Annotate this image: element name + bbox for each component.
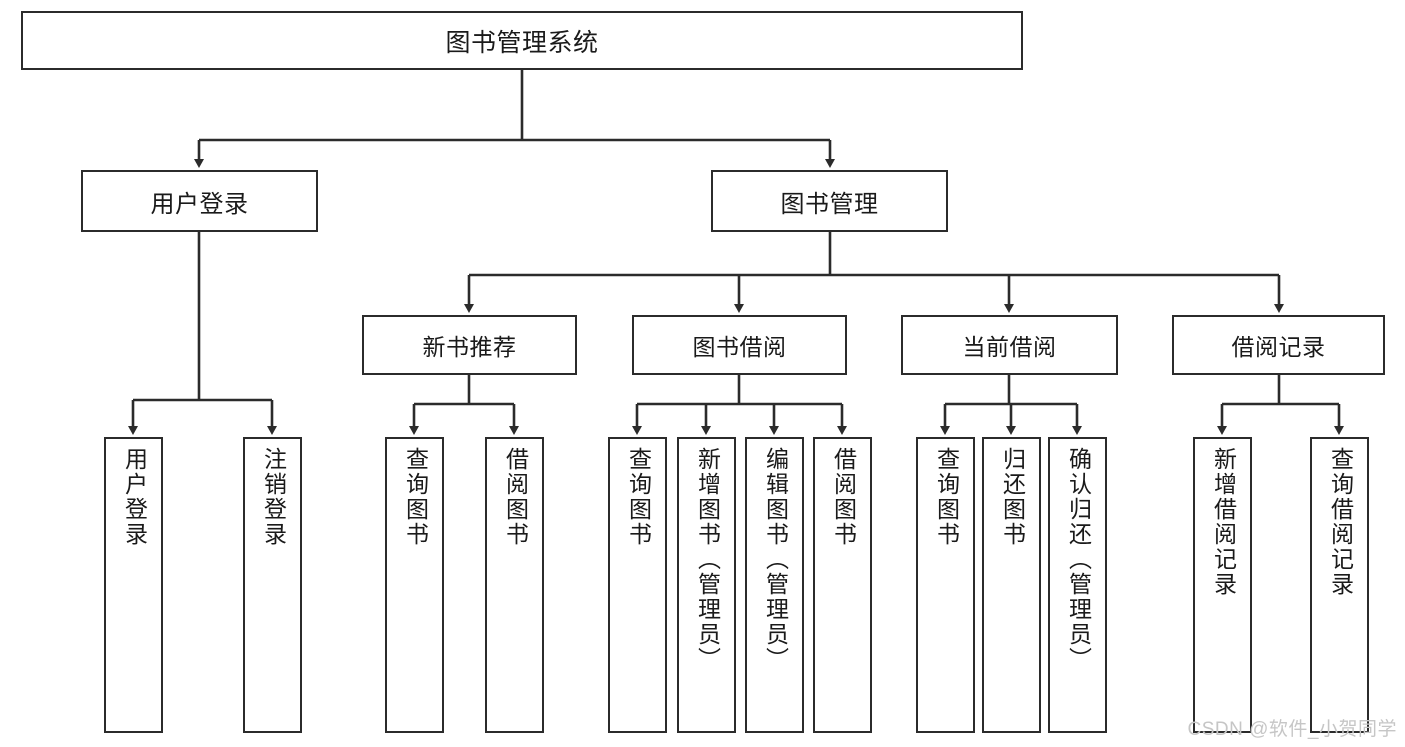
node-label: 查询图书 [625, 447, 652, 547]
leaf-query-borrow-record[interactable]: 查询借阅记录 [1310, 437, 1369, 733]
leaf-query-book-borrow[interactable]: 查询图书 [608, 437, 667, 733]
leaf-query-book-recommend[interactable]: 查询图书 [385, 437, 444, 733]
node-label: 借阅图书 [502, 447, 529, 547]
node-current-borrow[interactable]: 当前借阅 [901, 315, 1118, 375]
watermark: CSDN @软件_小贺同学 [1187, 719, 1397, 740]
node-label: 查询图书 [402, 447, 429, 547]
node-label: 查询图书 [933, 447, 960, 547]
node-label: 新增借阅记录 [1210, 447, 1237, 597]
node-new-book-recommend[interactable]: 新书推荐 [362, 315, 577, 375]
node-label: 当前借阅 [962, 334, 1057, 360]
node-label: 图书管理系统 [445, 28, 599, 57]
node-label: 注销登录 [260, 447, 287, 547]
node-label: 确认归还（管理员） [1065, 447, 1092, 672]
node-label: 图书管理 [780, 190, 879, 218]
node-label: 借阅记录 [1231, 334, 1326, 360]
node-label: 借阅图书 [830, 447, 857, 547]
node-label: 查询借阅记录 [1327, 447, 1354, 597]
node-user-login[interactable]: 用户登录 [81, 170, 318, 232]
leaf-edit-book[interactable]: 编辑图书（管理员） [745, 437, 804, 733]
node-label: 归还图书 [999, 447, 1026, 547]
node-label: 用户登录 [121, 447, 148, 547]
node-label: 用户登录 [150, 190, 249, 218]
leaf-add-borrow-record[interactable]: 新增借阅记录 [1193, 437, 1252, 733]
leaf-user-login[interactable]: 用户登录 [104, 437, 163, 733]
node-root-book-management-system[interactable]: 图书管理系统 [21, 11, 1023, 70]
leaf-borrow-book-recommend[interactable]: 借阅图书 [485, 437, 544, 733]
leaf-query-book-current[interactable]: 查询图书 [916, 437, 975, 733]
node-label: 新增图书（管理员） [694, 447, 721, 672]
node-label: 编辑图书（管理员） [762, 447, 789, 672]
leaf-add-book[interactable]: 新增图书（管理员） [677, 437, 736, 733]
node-label: 图书借阅 [692, 334, 787, 360]
node-label: 新书推荐 [422, 334, 517, 360]
node-book-borrow[interactable]: 图书借阅 [632, 315, 847, 375]
node-borrow-record[interactable]: 借阅记录 [1172, 315, 1385, 375]
node-book-manage[interactable]: 图书管理 [711, 170, 948, 232]
leaf-borrow-book[interactable]: 借阅图书 [813, 437, 872, 733]
leaf-confirm-return[interactable]: 确认归还（管理员） [1048, 437, 1107, 733]
leaf-return-book[interactable]: 归还图书 [982, 437, 1041, 733]
leaf-logout-login[interactable]: 注销登录 [243, 437, 302, 733]
